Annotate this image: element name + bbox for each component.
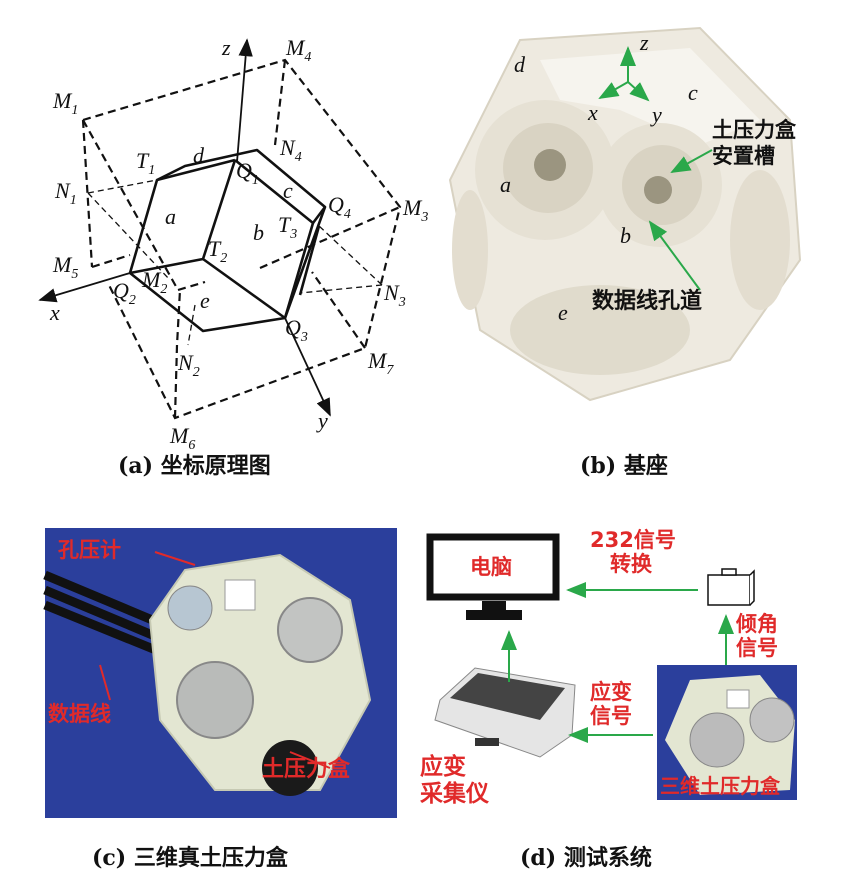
daq-label-line1: 应变 — [420, 754, 466, 780]
point-T3: T3 — [278, 212, 297, 242]
caption-d: (d) 测试系统 — [520, 845, 652, 871]
pressure-cell-photo — [43, 528, 397, 818]
signal-arrows — [501, 582, 734, 743]
tilt-label-line1: 倾角 — [736, 612, 778, 636]
axes — [38, 38, 331, 417]
face-b: b — [253, 220, 264, 245]
tilt-label-line2: 信号 — [736, 636, 778, 660]
base-photo — [448, 26, 802, 402]
bounding-cube — [81, 58, 402, 420]
channel-label: 数据线孔道 — [592, 289, 703, 314]
point-N2: N2 — [177, 350, 200, 380]
caption-c: (c) 三维真土压力盒 — [92, 845, 288, 871]
axis-y-label: y — [316, 408, 328, 433]
daq-device — [434, 667, 576, 758]
point-T1: T1 — [136, 148, 155, 178]
point-N4: N4 — [279, 135, 302, 165]
base-axis-y: y — [650, 102, 662, 127]
point-M6: M6 — [169, 423, 195, 453]
point-M3: M3 — [402, 195, 428, 225]
axis-x-label: x — [49, 300, 60, 325]
base-face-d: d — [514, 52, 526, 77]
face-e: e — [200, 288, 210, 313]
x-axis — [38, 272, 131, 303]
point-M7: M7 — [367, 348, 394, 378]
sensor-label: 三维土压力盒 — [660, 774, 780, 798]
axis-z-label: z — [221, 35, 231, 60]
base-face-b: b — [620, 223, 631, 248]
computer-label: 电脑 — [470, 555, 512, 579]
rs232-label-line1: 232信号 — [590, 528, 676, 552]
point-N3: N3 — [383, 280, 406, 310]
strain-label-line1: 应变 — [590, 680, 632, 704]
face-a: a — [165, 204, 176, 229]
point-T2: T2 — [208, 236, 227, 266]
daq-label-line2: 采集仪 — [420, 781, 489, 807]
point-N1: N1 — [54, 178, 77, 208]
point-Q2: Q2 — [113, 278, 136, 308]
face-d: d — [193, 143, 205, 168]
caption-b: (b) 基座 — [580, 453, 668, 479]
point-M2: M2 — [141, 267, 167, 297]
y-axis — [284, 317, 331, 417]
projection-lines — [87, 179, 383, 346]
base-axes — [598, 46, 650, 102]
point-Q1: Q1 — [236, 158, 259, 188]
polyhedron — [128, 148, 327, 333]
strain-label-line2: 信号 — [590, 704, 632, 728]
point-M4: M4 — [285, 35, 311, 65]
cell-label: 土压力盒 — [262, 757, 351, 782]
piezometer-label: 孔压计 — [58, 538, 121, 562]
converter-box-icon — [707, 568, 755, 606]
point-M1: M1 — [52, 88, 78, 118]
computer-monitor — [426, 533, 560, 620]
point-Q4: Q4 — [328, 192, 351, 222]
base-axis-z: z — [639, 30, 649, 55]
face-c: c — [283, 178, 293, 203]
point-Q3: Q3 — [285, 315, 308, 345]
base-face-c: c — [688, 80, 698, 105]
slot-label-line2: 安置槽 — [712, 144, 775, 168]
rs232-label-line2: 转换 — [610, 552, 652, 576]
cable-label: 数据线 — [48, 702, 111, 726]
point-M5: M5 — [52, 252, 78, 282]
base-face-a: a — [500, 172, 511, 197]
base-face-e: e — [558, 300, 568, 325]
base-axis-x: x — [587, 100, 598, 125]
base-arrows — [648, 149, 713, 291]
sensor-photo — [657, 665, 797, 800]
slot-label-line1: 土压力盒 — [712, 118, 796, 142]
z-axis — [236, 38, 253, 163]
caption-a: (a) 坐标原理图 — [118, 453, 271, 479]
pressure-cell-arrows — [99, 551, 331, 769]
